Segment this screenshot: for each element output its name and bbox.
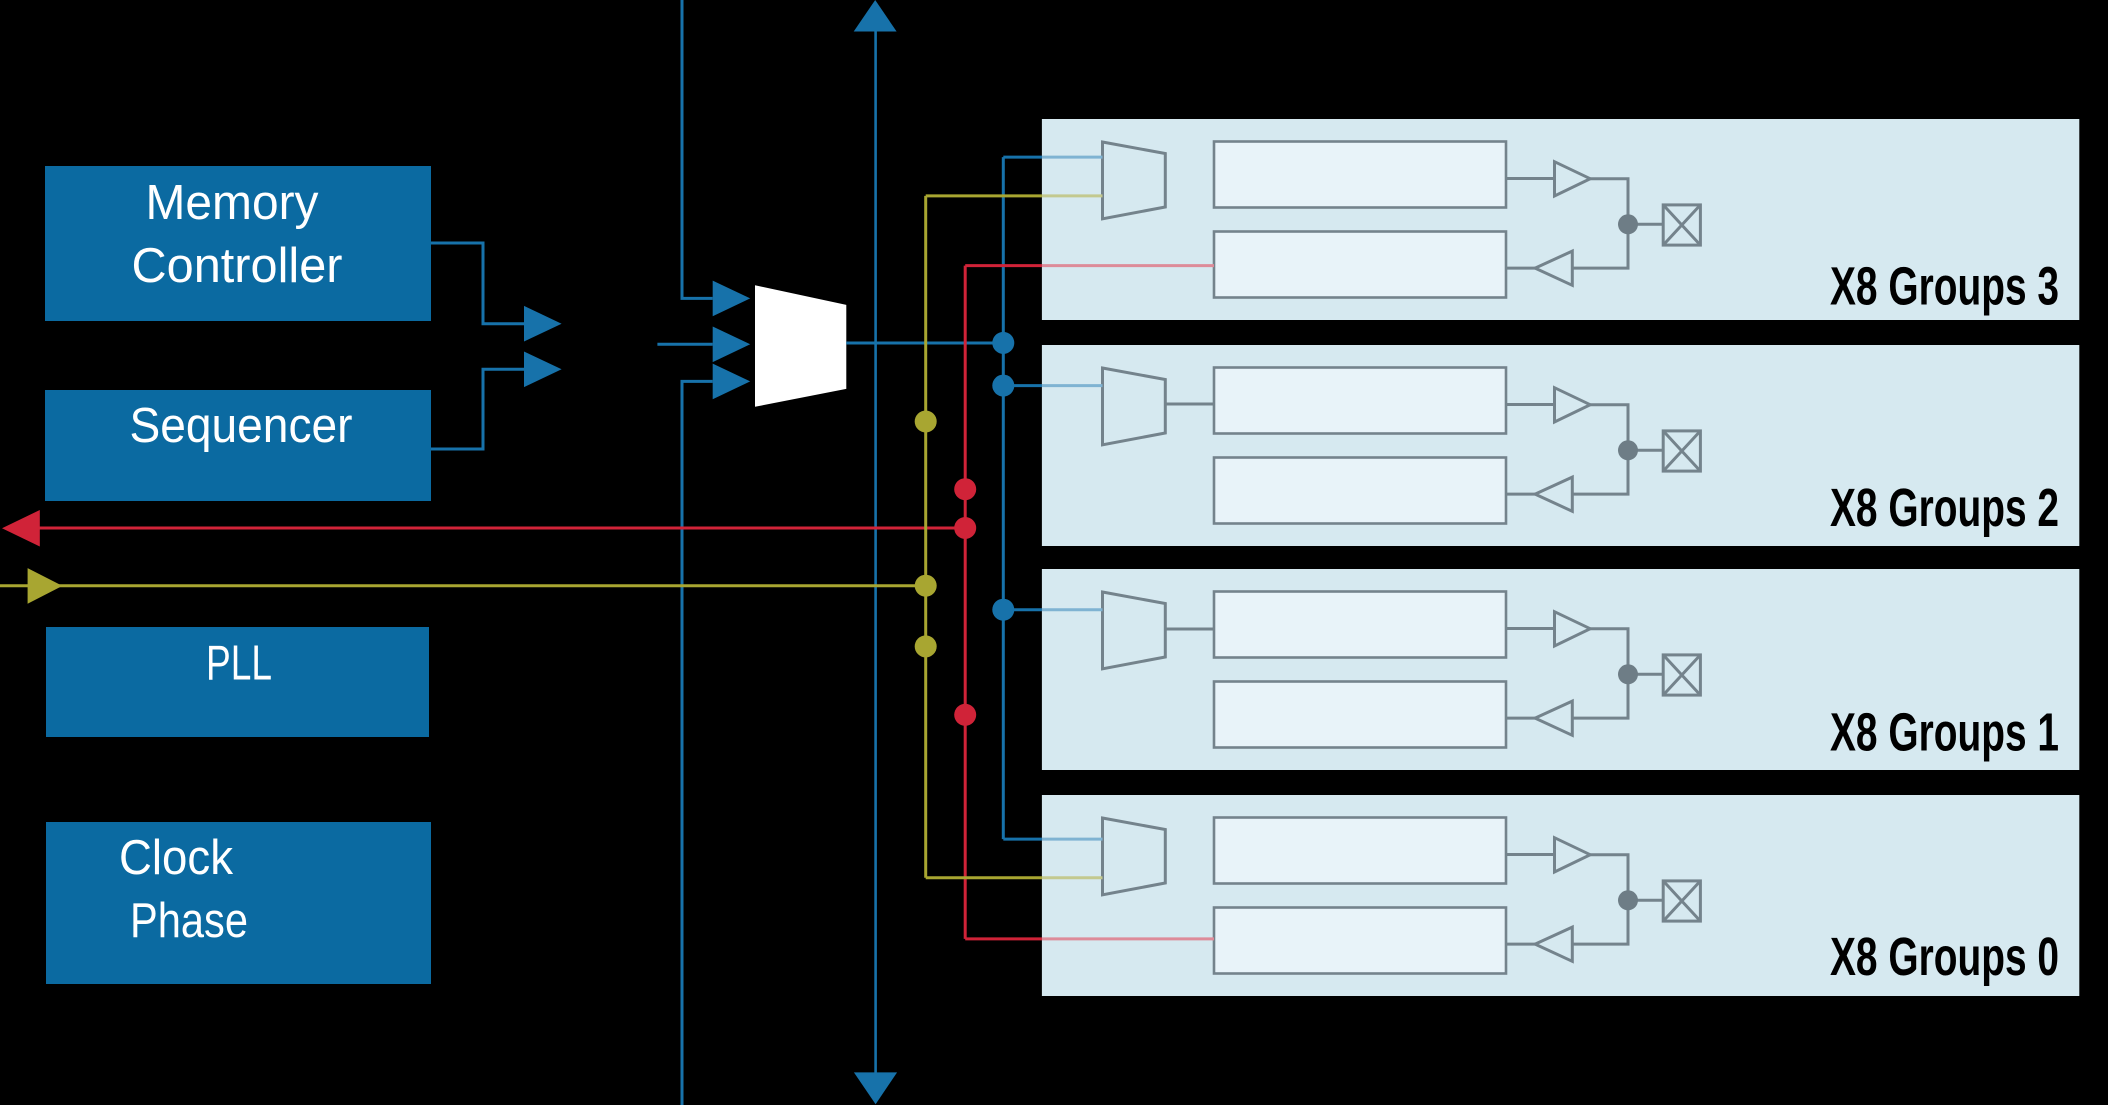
blue-junction-dot: [992, 331, 1015, 354]
group-mux-icon: [1101, 366, 1167, 447]
olive-junction-dot: [914, 635, 937, 658]
arrowhead-down-icon: [853, 1072, 898, 1105]
in-panel-line-segments: [1041, 155, 1214, 941]
pll-label: PLL: [206, 637, 272, 691]
olive-junction-dot: [914, 410, 937, 433]
memory-controller-label-line1: Memory: [146, 176, 319, 230]
pad-xbox-icon: [1661, 203, 1702, 247]
memory-controller-out-wire: [431, 241, 524, 326]
left-blocks: Memory Controller Sequencer PLL Clock Ph…: [45, 166, 431, 984]
wire-buffer-to-junction: [1590, 177, 1630, 225]
arrowhead-right-icon: [712, 280, 751, 317]
sequencer-label: Sequencer: [130, 399, 353, 453]
memory-controller-label-line2: Controller: [132, 239, 343, 293]
blue-junction-dot: [992, 374, 1015, 397]
olive-junction-dot: [914, 574, 937, 597]
junction-dot: [1618, 440, 1638, 461]
output-buffer-icon: [1553, 609, 1594, 649]
pad-xbox-icon: [1661, 879, 1702, 923]
wire-junction-to-input-buffer: [1572, 450, 1630, 496]
blue-junction-dot: [992, 598, 1015, 621]
wire-buffer-to-junction: [1590, 403, 1630, 451]
pad-xbox-icon: [1661, 653, 1702, 697]
red-feedback-wiring: [2, 264, 1042, 941]
pll-box: [46, 627, 429, 737]
output-buffer-icon: [1553, 159, 1594, 199]
red-junction-dot: [954, 517, 977, 539]
wire-junction-to-input-buffer: [1572, 224, 1630, 270]
wire-buffer-to-junction: [1590, 627, 1630, 675]
group-label: X8 Groups 0: [1830, 927, 2059, 987]
register-box-top: [1212, 366, 1508, 435]
sequencer-out-wire: [431, 367, 524, 451]
group-label: X8 Groups 1: [1830, 703, 2059, 763]
input-buffer-icon: [1531, 698, 1574, 738]
junction-dot: [1618, 214, 1638, 235]
memory-controller-box: [45, 166, 431, 321]
clock-phase-box: [46, 822, 431, 984]
x8-group-2-panel: X8 Groups 2: [1041, 345, 2080, 546]
group-label: X8 Groups 2: [1830, 478, 2059, 538]
wire-junction-to-input-buffer: [1572, 900, 1630, 946]
x8-group-0-panel: X8 Groups 0: [1041, 795, 2080, 996]
arrowhead-right-icon: [524, 351, 562, 388]
main-mux-icon: [755, 285, 847, 407]
arrowhead-right-icon: [712, 326, 751, 363]
register-box-bottom: [1212, 906, 1508, 975]
arrowhead-up-icon: [853, 0, 897, 32]
red-junction-dot: [954, 703, 977, 726]
register-box-bottom: [1212, 230, 1508, 299]
group-label: X8 Groups 3: [1830, 257, 2059, 317]
arrowhead-right-icon: [524, 305, 562, 342]
sequencer-box: [45, 390, 431, 501]
wire-buffer-to-junction: [1590, 853, 1630, 901]
arrowhead-right-icon: [712, 363, 751, 400]
mux-bottom-input-wire: [680, 379, 713, 1105]
x8-group-1-panel: X8 Groups 1: [1041, 569, 2080, 770]
x8-group-3-panel: X8 Groups 3: [1041, 119, 2080, 320]
register-box-bottom: [1212, 456, 1508, 525]
group-mux-icon: [1101, 590, 1167, 671]
write-path-wiring: [431, 0, 1042, 1105]
junction-dot: [1618, 890, 1638, 911]
olive-clock-wiring: [0, 194, 1042, 880]
junction-dot: [1618, 664, 1638, 685]
input-buffer-icon: [1531, 248, 1574, 288]
register-box-top: [1212, 816, 1508, 885]
clock-phase-label-line1: Clock: [119, 831, 233, 885]
arrowhead-left-icon: [2, 510, 40, 547]
arrowhead-right-icon: [27, 568, 63, 604]
clock-phase-label-line2: Phase: [130, 894, 248, 948]
wire-junction-to-input-buffer: [1572, 674, 1630, 720]
input-buffer-icon: [1531, 474, 1574, 514]
mux-top-input-wire: [680, 0, 713, 300]
output-buffer-icon: [1553, 835, 1594, 875]
pad-xbox-icon: [1661, 429, 1702, 473]
group-mux-icon: [1101, 816, 1167, 897]
register-box-bottom: [1212, 680, 1508, 749]
register-box-top: [1212, 140, 1508, 209]
red-junction-dot: [954, 478, 977, 501]
register-box-top: [1212, 590, 1508, 659]
input-buffer-icon: [1531, 924, 1574, 964]
group-mux-icon: [1101, 140, 1167, 221]
output-buffer-icon: [1553, 385, 1594, 425]
